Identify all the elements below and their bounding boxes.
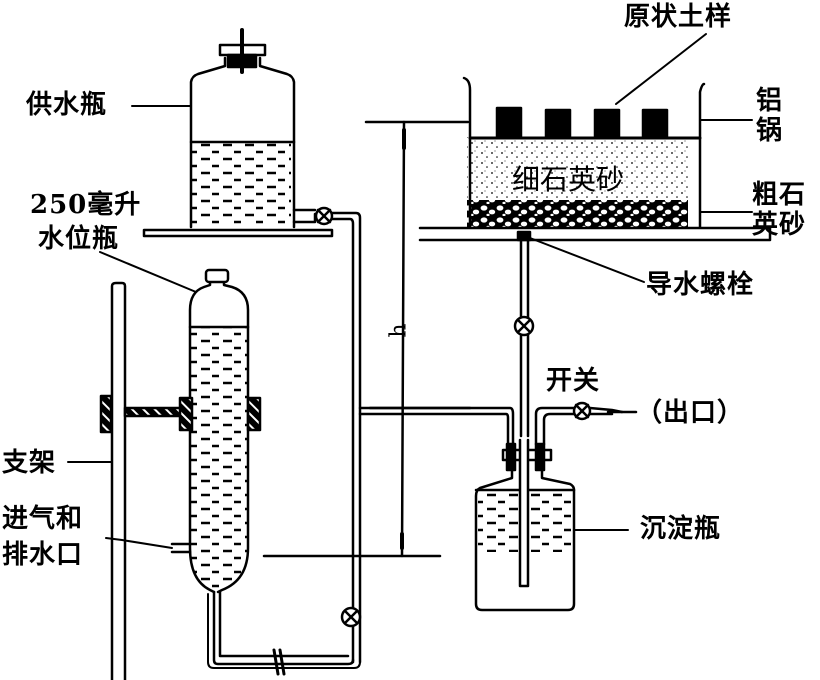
stand-arm: [123, 406, 185, 418]
coarse-sand-layer: [467, 200, 688, 230]
bottom-valve-icon[interactable]: [340, 606, 362, 628]
aluminum-pot: [418, 76, 772, 438]
pot-shelf: [418, 226, 772, 242]
supply-valve-icon[interactable]: [314, 206, 334, 226]
leader-lines: [67, 33, 753, 549]
soil-sample: [495, 106, 523, 140]
soil-sample: [641, 108, 669, 140]
label-water-level-volume: 250毫升: [30, 190, 142, 220]
label-air-inlet-line2: 排水口: [2, 540, 84, 570]
label-fine-sand: 细石英砂: [512, 163, 625, 196]
drain-valve-icon[interactable]: [513, 315, 535, 337]
label-supply-bottle: 供水瓶: [26, 90, 108, 120]
label-soil-sample: 原状土样: [624, 2, 733, 32]
leader-soil-sample: [615, 33, 707, 105]
label-drain-bolt: 导水螺栓: [646, 270, 755, 300]
label-stand: 支架: [2, 448, 57, 478]
supply-bottle: [189, 28, 317, 229]
water-level-bottle-stopper: [204, 268, 230, 284]
leader-air-inlet: [105, 537, 173, 549]
stand-clamp: [99, 394, 113, 434]
supply-tube: [330, 211, 362, 664]
label-aluminum-pot: 铝锅: [756, 86, 784, 146]
label-head-height: h: [386, 323, 412, 338]
supply-bottle-water: [191, 142, 291, 227]
settling-bottle: [474, 406, 638, 612]
connect-tube: [358, 406, 515, 446]
label-settling-bottle: 沉淀瓶: [640, 514, 722, 544]
supply-shelf: [142, 228, 334, 238]
soil-sample: [593, 108, 621, 140]
bottle-clamp-left: [178, 396, 194, 432]
fine-sand-layer: [467, 137, 688, 201]
label-outlet: （出口）: [636, 398, 745, 428]
drain-bolt: [516, 230, 532, 242]
leader-water-level-bottle: [99, 251, 197, 293]
soil-sample: [544, 108, 572, 140]
label-coarse-sand: 粗石英砂: [752, 180, 807, 240]
label-air-inlet-line1: 进气和: [2, 504, 84, 534]
head-height-dimension: [262, 120, 472, 558]
water-level-bottle: [170, 268, 361, 676]
tube-clip-icon: [272, 648, 280, 676]
stand: [99, 281, 185, 680]
leader-drain-bolt: [529, 237, 645, 283]
outlet-valve-icon[interactable]: [572, 401, 592, 421]
label-water-level-bottle: 水位瓶: [38, 224, 120, 254]
label-switch: 开关: [546, 366, 601, 396]
bottle-clamp-right: [246, 396, 262, 432]
